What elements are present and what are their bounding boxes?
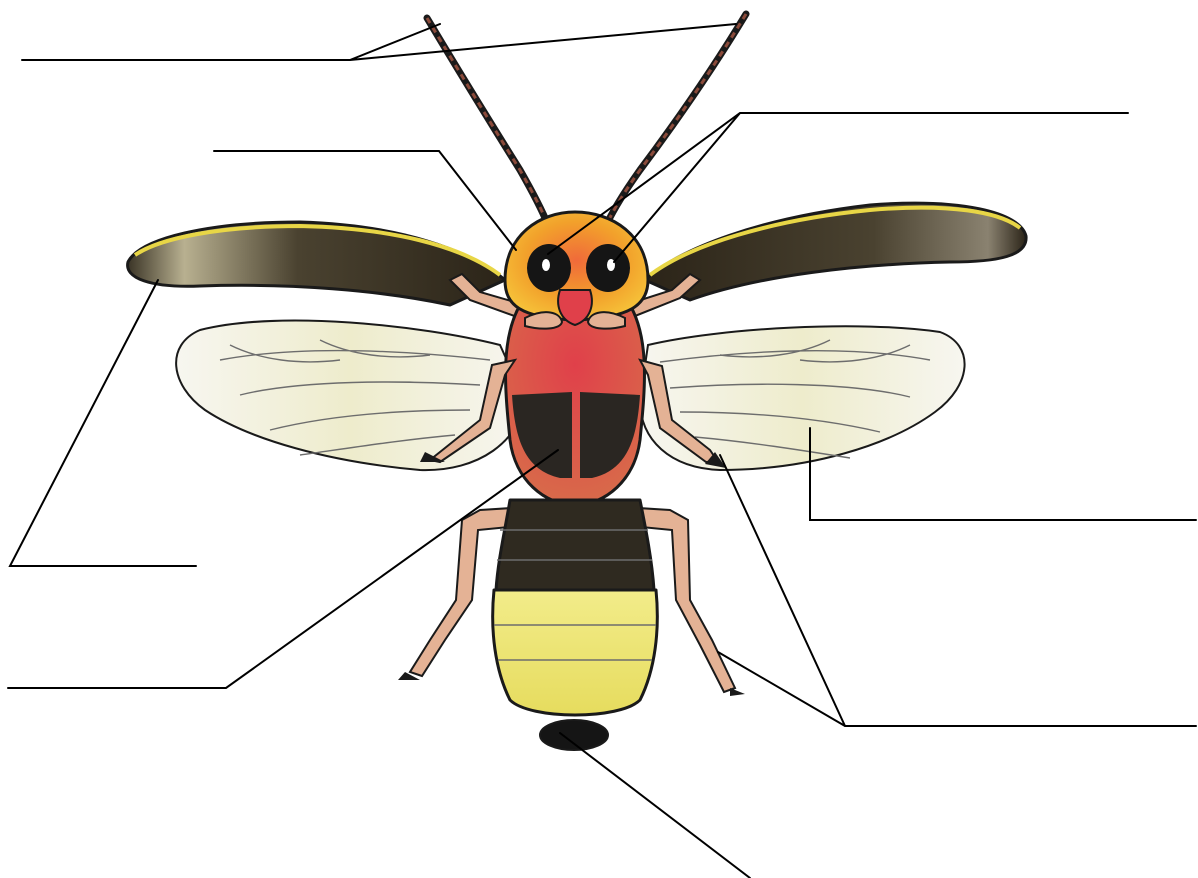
leader-antennae [22,24,736,60]
leader-legs [718,455,1196,726]
thorax [506,305,645,505]
leader-light-organ [560,733,750,878]
light-organ [540,720,608,750]
abdomen [493,500,658,715]
right-elytron [645,203,1026,300]
eye-highlight-left [542,259,550,271]
leader-elytra [10,280,196,566]
abdomen-dark-segments [496,500,654,590]
left-elytron [128,222,505,305]
abdomen-yellow-segments [493,590,658,715]
head [505,212,648,329]
